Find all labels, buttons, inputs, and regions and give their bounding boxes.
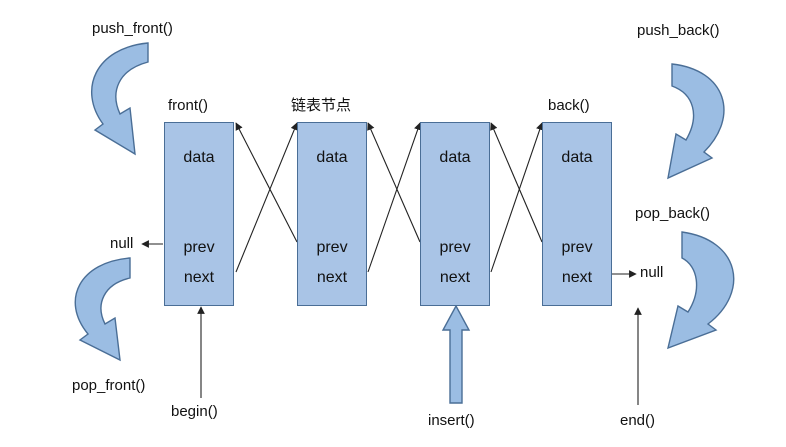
node-data-field: data [183, 149, 215, 166]
link-prev-3 [367, 122, 421, 243]
pop-front-curved-arrow [74, 257, 131, 362]
insert-block-arrow [441, 304, 471, 404]
link-next-1 [235, 122, 298, 273]
end-label: end() [620, 412, 656, 429]
front-label: front() [168, 97, 209, 114]
push-back-curved-arrow [667, 63, 725, 180]
list-node-4: data prev next [542, 122, 612, 306]
node-next-field: next [183, 269, 215, 286]
node-data-field: data [561, 149, 593, 166]
node-prev-field: prev [316, 239, 348, 256]
node-next-field: next [561, 269, 593, 286]
list-node-3: data prev next [420, 122, 490, 306]
node-next-field: next [316, 269, 348, 286]
node-caption: 链表节点 [291, 96, 352, 114]
null-left-label: null [110, 235, 134, 252]
link-next-2 [367, 122, 422, 273]
node-prev-field: prev [561, 239, 593, 256]
pop-back-label: pop_back() [635, 205, 711, 222]
node-next-field: next [439, 269, 471, 286]
pop-back-curved-arrow [667, 231, 735, 350]
list-node-2: data prev next [297, 122, 367, 306]
node-data-field: data [316, 149, 348, 166]
begin-label: begin() [171, 403, 218, 420]
list-node-1: data prev next [164, 122, 234, 306]
link-prev-4 [490, 122, 543, 243]
push-front-label: push_front() [92, 20, 173, 37]
node-data-field: data [439, 149, 471, 166]
link-prev-2 [235, 122, 298, 243]
pop-front-label: pop_front() [72, 377, 146, 394]
node-prev-field: prev [439, 239, 471, 256]
node-links [235, 122, 544, 273]
push-back-label: push_back() [637, 22, 720, 39]
link-next-3 [490, 122, 544, 273]
back-label: back() [548, 97, 590, 114]
push-front-curved-arrow [91, 42, 149, 156]
node-prev-field: prev [183, 239, 215, 256]
null-right-label: null [640, 264, 664, 281]
insert-label: insert() [428, 412, 475, 429]
